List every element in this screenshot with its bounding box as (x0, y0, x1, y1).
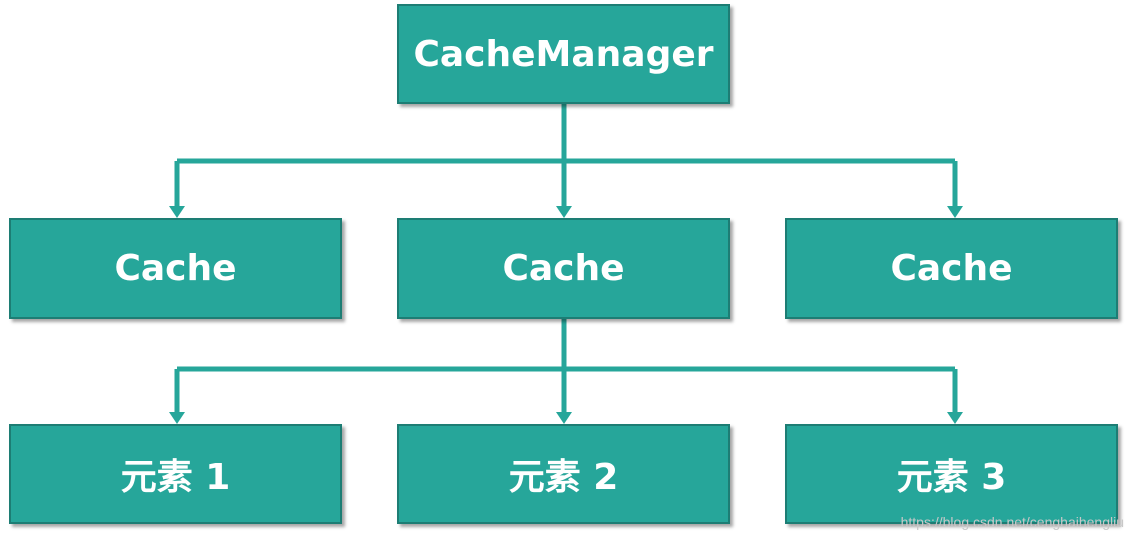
watermark: https://blog.csdn.net/cenghaihengliu (900, 514, 1124, 530)
node-cachemanager-label: CacheManager (413, 33, 714, 75)
node-element-1: 元素 1 (9, 424, 342, 524)
node-cache-2: Cache (397, 218, 730, 319)
arrowhead-element-3 (947, 412, 963, 424)
node-cache-1-label: Cache (114, 248, 237, 289)
node-cachemanager: CacheManager (397, 4, 730, 104)
node-cache-3-label: Cache (890, 248, 1013, 289)
node-element-3: 元素 3 (785, 424, 1118, 524)
node-element-3-label: 元素 3 (896, 457, 1007, 498)
arrowhead-cache-2 (556, 206, 572, 218)
arrowhead-cache-3 (947, 206, 963, 218)
node-element-2-label: 元素 2 (508, 457, 619, 498)
node-cache-3: Cache (785, 218, 1118, 319)
arrowhead-element-2 (556, 412, 572, 424)
node-element-2: 元素 2 (397, 424, 730, 524)
node-cache-1: Cache (9, 218, 342, 319)
arrowhead-cache-1 (169, 206, 185, 218)
node-element-1-label: 元素 1 (120, 457, 231, 498)
node-cache-2-label: Cache (502, 248, 625, 289)
arrowhead-element-1 (169, 412, 185, 424)
